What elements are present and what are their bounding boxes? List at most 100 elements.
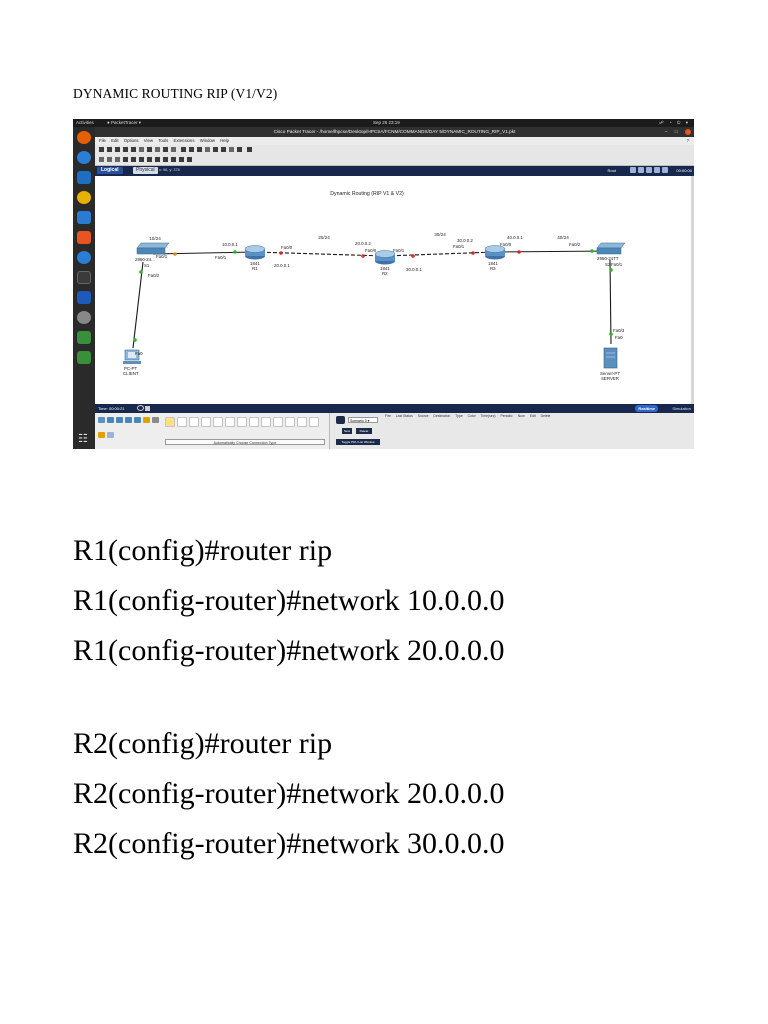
- link-r2-r3[interactable]: [384, 251, 496, 257]
- save-icon[interactable]: [115, 147, 120, 152]
- wireshark-icon[interactable]: [77, 291, 91, 304]
- viewport-icon[interactable]: [654, 167, 660, 173]
- packet-tracer-icon[interactable]: [77, 331, 91, 344]
- toggle-pdu-list-button[interactable]: Toggle PDU List Window: [336, 439, 380, 445]
- minimize-button[interactable]: –: [664, 129, 671, 134]
- clock[interactable]: Sep 26 23:19: [373, 120, 400, 125]
- switch-s2[interactable]: [596, 242, 626, 255]
- new-cluster-icon[interactable]: [630, 167, 636, 173]
- scenario-icon[interactable]: [336, 416, 345, 424]
- phone-cable-icon[interactable]: [225, 417, 235, 427]
- connections-category-icon[interactable]: [98, 432, 105, 438]
- set-background-icon[interactable]: [646, 167, 652, 173]
- link-s2-server[interactable]: [609, 259, 612, 345]
- server[interactable]: [603, 347, 618, 369]
- wizard-icon[interactable]: [131, 147, 136, 152]
- system-tray[interactable]: ☍ ◔ ⏻ ▾: [659, 120, 690, 125]
- fiber-cable-icon[interactable]: [213, 417, 223, 427]
- simple-pdu-icon[interactable]: [179, 157, 184, 162]
- line-icon[interactable]: [147, 157, 152, 162]
- app-menu[interactable]: ● PacketTracer ▾: [107, 120, 142, 125]
- link-s1-r1[interactable]: [152, 251, 256, 255]
- resize-icon[interactable]: [139, 157, 144, 162]
- menu-file[interactable]: File: [99, 138, 106, 143]
- terminal-icon[interactable]: [77, 271, 91, 284]
- rectangle-icon[interactable]: [155, 157, 160, 162]
- new-scenario-button[interactable]: New: [342, 428, 352, 434]
- new-file-icon[interactable]: [99, 147, 104, 152]
- activities-button[interactable]: Activities: [76, 120, 94, 125]
- fast-forward-icon[interactable]: [145, 406, 150, 411]
- menu-window[interactable]: Window: [199, 138, 215, 143]
- menu-extensions[interactable]: Extensions: [173, 138, 195, 143]
- ipc-icon[interactable]: [237, 147, 242, 152]
- octal-cable-icon[interactable]: [273, 417, 283, 427]
- realtime-mode-button[interactable]: Realtime: [635, 405, 658, 412]
- router-r3[interactable]: [484, 245, 506, 260]
- environment-icon[interactable]: [662, 167, 668, 173]
- zoom-out-icon[interactable]: [197, 147, 202, 152]
- help-button[interactable]: ?: [686, 138, 689, 143]
- rhythmbox-icon[interactable]: [77, 191, 91, 204]
- menu-view[interactable]: View: [143, 138, 154, 143]
- router-r1[interactable]: [244, 245, 266, 260]
- menu-options[interactable]: Options: [123, 138, 139, 143]
- libreoffice-writer-icon[interactable]: [77, 211, 91, 224]
- close-button[interactable]: [685, 128, 691, 135]
- place-note-icon[interactable]: [123, 157, 128, 162]
- complex-pdu-icon[interactable]: [187, 157, 192, 162]
- maximize-button[interactable]: □: [674, 129, 681, 134]
- switch-s1[interactable]: [136, 242, 170, 255]
- wireless-cable-icon[interactable]: [309, 417, 319, 427]
- wireless-category-icon[interactable]: [125, 417, 132, 423]
- serial-dte-cable-icon[interactable]: [261, 417, 271, 427]
- menu-edit[interactable]: Edit: [111, 138, 119, 143]
- undo-icon[interactable]: [163, 147, 168, 152]
- logical-workspace[interactable]: Dynamic Routing (RIP V1 & V2) 10/24 20/2…: [95, 176, 694, 404]
- vscode-icon[interactable]: [77, 171, 91, 184]
- move-icon[interactable]: [115, 157, 120, 162]
- ellipse-icon[interactable]: [163, 157, 168, 162]
- paste-icon[interactable]: [155, 147, 160, 152]
- cluster-icon[interactable]: [221, 147, 226, 152]
- zoom-reset-icon[interactable]: [189, 147, 194, 152]
- menu-tools[interactable]: Tools: [158, 138, 169, 143]
- security-category-icon[interactable]: [134, 417, 141, 423]
- usb-cable-icon[interactable]: [297, 417, 307, 427]
- select-icon[interactable]: [99, 157, 104, 162]
- link-s1-pc[interactable]: [132, 261, 144, 349]
- palette-icon[interactable]: [205, 147, 210, 152]
- router-r2[interactable]: [374, 250, 396, 265]
- crossover-cable-icon[interactable]: [201, 417, 211, 427]
- console-cable-icon[interactable]: [177, 417, 187, 427]
- packet-tracer-icon-2[interactable]: [77, 351, 91, 364]
- switches-category-icon[interactable]: [107, 417, 114, 423]
- view-icon[interactable]: [247, 147, 252, 152]
- open-file-icon[interactable]: [107, 147, 112, 152]
- iot-cable-icon[interactable]: [285, 417, 295, 427]
- straight-through-cable-icon[interactable]: [189, 417, 199, 427]
- notes-icon[interactable]: [229, 147, 234, 152]
- delete-icon[interactable]: [131, 157, 136, 162]
- software-center-icon[interactable]: [77, 231, 91, 244]
- delete-scenario-button[interactable]: Delete: [356, 428, 372, 434]
- components-category-icon[interactable]: [152, 417, 159, 423]
- help-icon[interactable]: [77, 251, 91, 264]
- zoom-in-icon[interactable]: [181, 147, 186, 152]
- tab-physical[interactable]: Physical: [133, 167, 158, 174]
- thunderbird-icon[interactable]: [77, 151, 91, 164]
- coaxial-cable-icon[interactable]: [237, 417, 247, 427]
- pc-client[interactable]: [123, 349, 141, 364]
- disk-icon[interactable]: [77, 311, 91, 324]
- network-info-icon[interactable]: [139, 147, 144, 152]
- custom-device-icon[interactable]: [213, 147, 218, 152]
- firefox-icon[interactable]: [77, 131, 91, 144]
- move-object-icon[interactable]: [638, 167, 644, 173]
- redo-icon[interactable]: [171, 147, 176, 152]
- scenario-select[interactable]: Scenario 0 ▾: [348, 417, 378, 423]
- print-icon[interactable]: [123, 147, 128, 152]
- routers-category-icon[interactable]: [98, 417, 105, 423]
- inspect-icon[interactable]: [107, 157, 112, 162]
- end-devices-category-icon[interactable]: [143, 417, 150, 423]
- tab-logical[interactable]: Logical: [97, 167, 123, 174]
